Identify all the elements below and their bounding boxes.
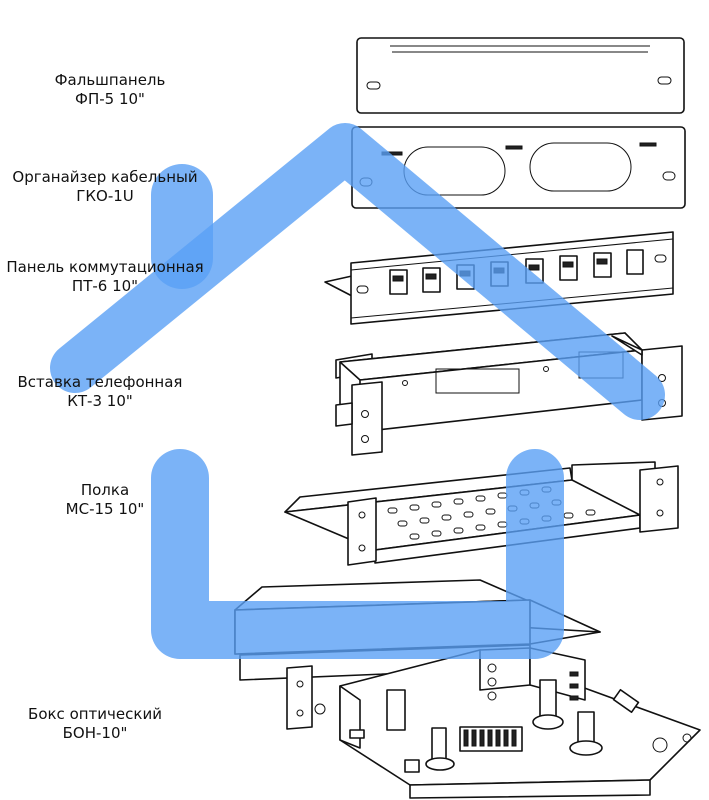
cable-organizer-drawing [351, 126, 686, 209]
label-blank-panel-model: ФП-5 10" [75, 90, 145, 108]
label-phone-insert-model: КТ-3 10" [67, 392, 133, 410]
label-cable-organizer-model: ГКО-1U [76, 187, 134, 205]
label-phone-insert: Вставка телефонная КТ-3 10" [5, 373, 195, 411]
label-cable-organizer: Органайзер кабельный ГКО-1U [5, 168, 205, 206]
label-cable-organizer-name: Органайзер кабельный [12, 168, 198, 186]
shelf-drawing [284, 461, 679, 566]
label-shelf: Полка МС-15 10" [30, 481, 180, 519]
house-logo-overlay [50, 123, 665, 659]
splice-comb-teeth [463, 729, 517, 747]
label-patch-panel-model: ПТ-6 10" [71, 277, 139, 295]
label-optical-box: Бокс оптический БОН-10" [10, 705, 180, 743]
label-patch-panel: Панель коммутационная ПТ-6 10" [0, 258, 210, 296]
label-optical-box-name: Бокс оптический [28, 705, 162, 723]
label-blank-panel: Фальшпанель ФП-5 10" [20, 71, 200, 109]
label-shelf-name: Полка [80, 481, 130, 499]
label-optical-box-model: БОН-10" [62, 724, 128, 742]
label-shelf-model: МС-15 10" [65, 500, 145, 518]
label-phone-insert-name: Вставка телефонная [17, 373, 183, 391]
label-blank-panel-name: Фальшпанель [54, 71, 166, 89]
label-patch-panel-name: Панель коммутационная [6, 258, 204, 276]
blank-panel-drawing [356, 37, 685, 114]
